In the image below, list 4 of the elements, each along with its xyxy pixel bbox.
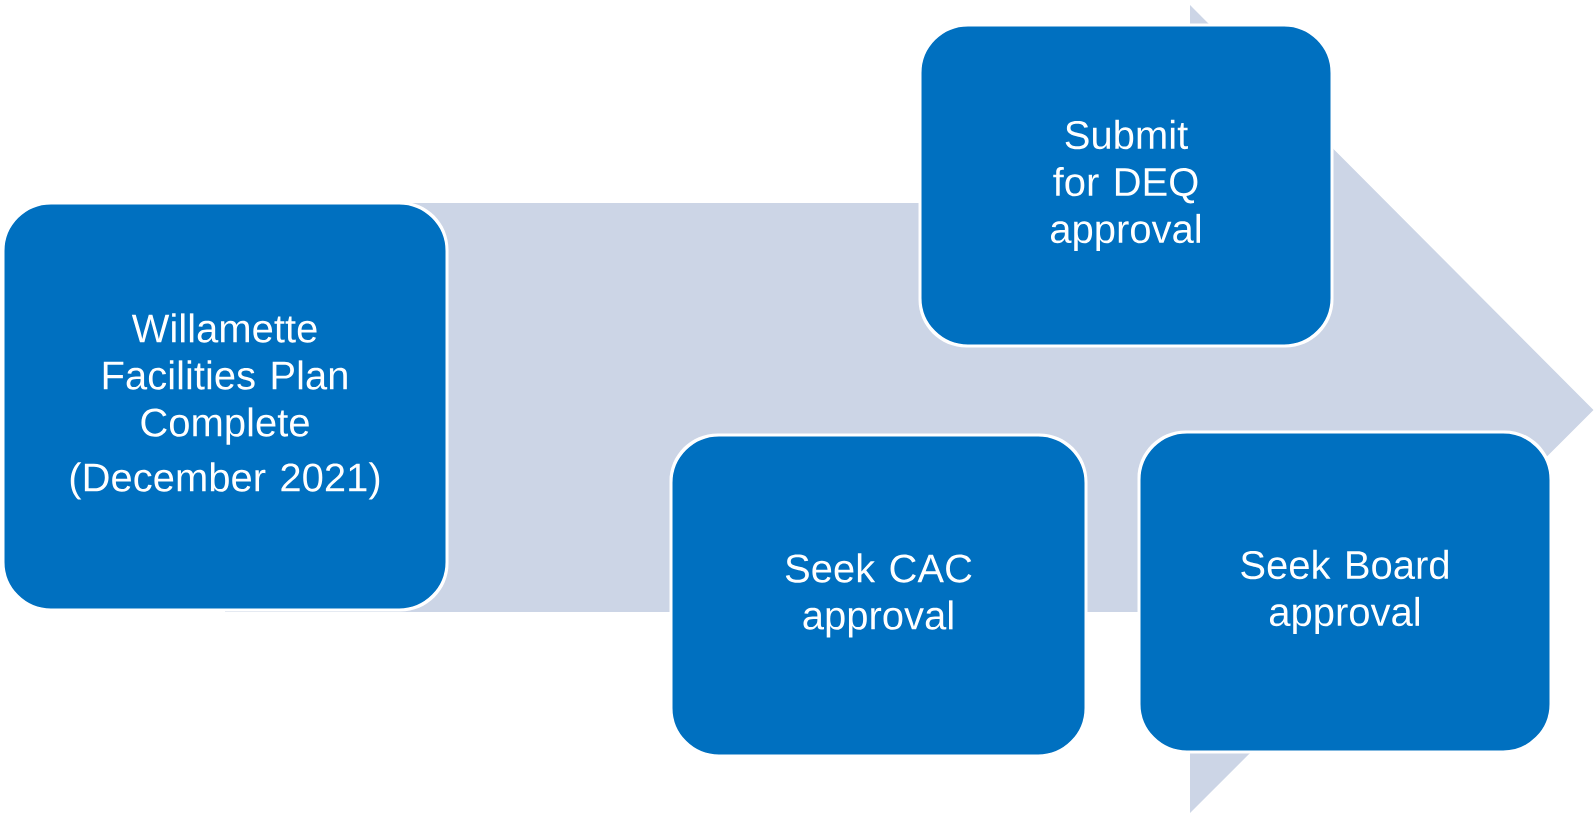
process-box: Seek CAC approval [669, 433, 1088, 758]
process-box: Willamette Facilities Plan Complete (December 2021) [1, 201, 449, 612]
process-box: Submit for DEQ approval [918, 23, 1334, 348]
process-box: Seek Board approval [1137, 430, 1553, 754]
